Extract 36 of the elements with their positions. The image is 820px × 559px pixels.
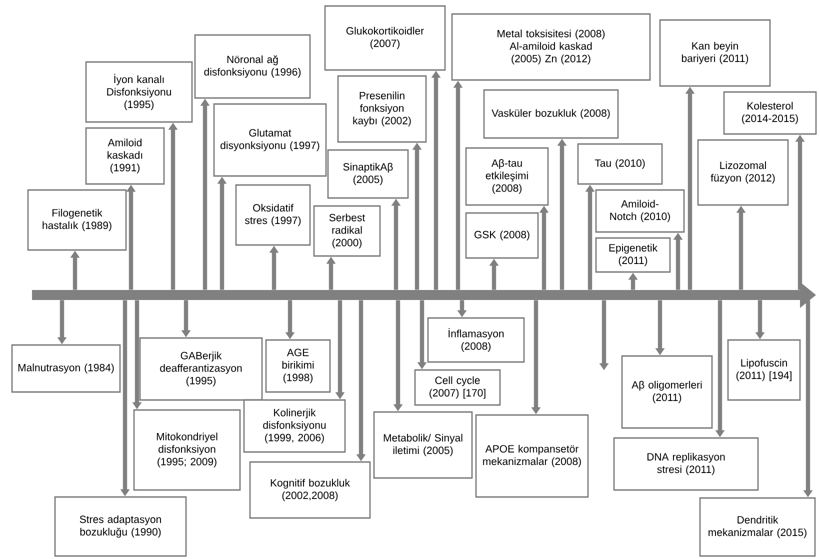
timeline-box: Epigenetik (2011): [595, 237, 671, 273]
timeline-box: Nöronal ağ disfonksiyonu (1996): [194, 34, 311, 99]
timeline-box: Mitokondriyel disfonksiyon (1995; 2009): [133, 409, 241, 491]
timeline-box: Lipofuscin (2011) [194]: [727, 339, 801, 401]
timeline-axis: [32, 282, 816, 308]
timeline-box: Dendritik mekanizmalar (2015): [699, 497, 816, 557]
timeline-box: Glutamat disyonksiyonu (1997): [213, 103, 327, 177]
timeline-box: Filogenetik hastalık (1989): [27, 189, 127, 251]
timeline-box: Aβ oligomerleri (2011): [621, 355, 713, 429]
timeline-box: APOE kompansetör mekanizmalar (2008): [475, 414, 589, 498]
timeline-box: Cell cycle (2007) [170]: [414, 369, 501, 406]
timeline-box: DNA replikasyon stresi (2011): [613, 437, 759, 491]
timeline-box: AGE birikimi (1998): [265, 339, 331, 393]
timeline-box: Aβ-tau etkileşimi (2008): [465, 147, 549, 206]
timeline-box: Malnutrasyon (1984): [11, 344, 121, 393]
timeline-box: İnflamasyon (2008): [427, 317, 525, 363]
timeline-box: Metal toksisitesi (2008) Al-amiloid kaskad (2005) Zn (2012): [451, 13, 651, 81]
timeline-box: Metabolik/ Sinyal iletimi (2005): [373, 411, 473, 479]
timeline-box: Vasküler bozukluk (2008): [483, 89, 619, 139]
timeline-box: Glukokortikoidler (2007): [324, 5, 446, 71]
timeline-box: Tau (2010): [577, 143, 663, 185]
timeline-box: Amiloid-Notch (2010): [595, 189, 685, 233]
timeline-box: Kolesterol (2014-2015): [723, 91, 817, 135]
timeline-box: Kan beyin bariyeri (2011): [659, 19, 771, 87]
timeline-box: Serbest radikal (2000): [313, 205, 381, 257]
timeline-box: İyon kanalı Disfonksiyonu (1995): [85, 61, 193, 123]
timeline-box: Kognitif bozukluk (2002,2008): [249, 461, 371, 519]
timeline-box: Presenilin fonksiyon kaybı (2002): [337, 75, 427, 143]
timeline-box: GABerjik deafferantizasyon (1995): [139, 337, 263, 401]
timeline-box: Kolinerjik disfonksiyonu (1999, 2006): [243, 399, 346, 453]
timeline-box: Lizozomal füzyon (2012): [697, 139, 789, 206]
timeline-box: Stres adaptasyon bozukluğu (1990): [54, 496, 187, 557]
timeline-box: GSK (2008): [465, 212, 539, 259]
timeline-box: SinaptikAβ (2005): [327, 149, 409, 199]
timeline-box: Oksidatif stres (1997): [235, 184, 311, 246]
timeline-box: Amiloid kaskadı (1991): [85, 127, 165, 185]
